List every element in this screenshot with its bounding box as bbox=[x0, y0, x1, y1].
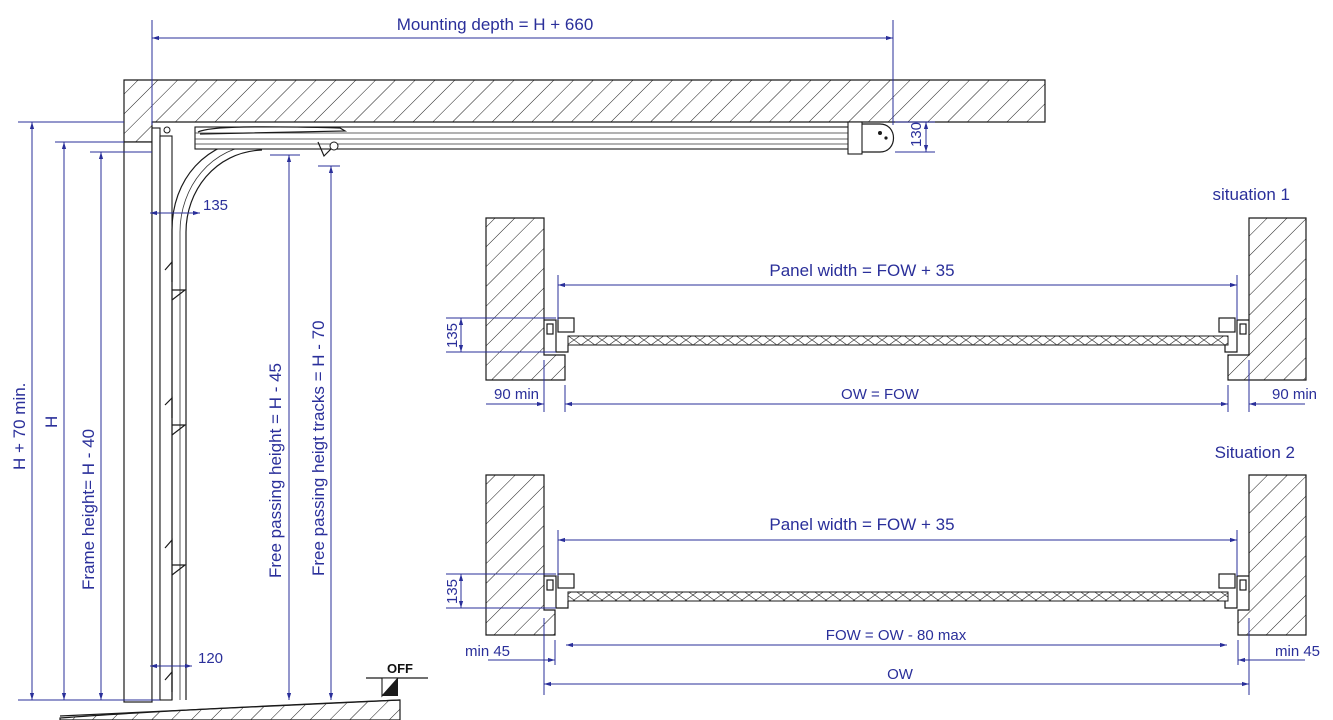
left-wall-s1 bbox=[485, 217, 566, 381]
s1-panel-width-label: Panel width = FOW + 35 bbox=[769, 261, 954, 280]
s1-left-min-label: 90 min bbox=[494, 386, 539, 403]
s1-opening-label: OW = FOW bbox=[841, 386, 920, 403]
back-wall bbox=[123, 141, 153, 703]
s2-panel-width-label: Panel width = FOW + 35 bbox=[769, 515, 954, 534]
end-bracket bbox=[847, 121, 863, 155]
hinges bbox=[164, 260, 187, 692]
door-frame bbox=[151, 127, 161, 701]
panel-s2 bbox=[567, 591, 1229, 602]
dim-130-label: 130 bbox=[908, 122, 925, 147]
dim-135-side-label: 135 bbox=[203, 197, 228, 214]
left-wall-s2 bbox=[485, 474, 556, 636]
h-plus-70-label: H + 70 min. bbox=[10, 383, 29, 470]
panel-s1 bbox=[567, 335, 1229, 346]
s1-135-label: 135 bbox=[444, 323, 461, 348]
right-wall-s1 bbox=[1227, 217, 1307, 381]
svg-text:OFF: OFF bbox=[387, 661, 413, 676]
s2-left-min-label: min 45 bbox=[465, 643, 510, 660]
situation-2: Situation 2 135 Panel width = FOW + 35 F… bbox=[444, 443, 1320, 695]
horizontal-track bbox=[194, 126, 851, 150]
free-passing-height-label: Free passing height = H - 45 bbox=[266, 363, 285, 578]
s1-right-min-label: 90 min bbox=[1272, 386, 1317, 403]
frame-height-label: Frame height= H - 40 bbox=[79, 429, 98, 590]
mounting-depth-label: Mounting depth = H + 660 bbox=[397, 15, 594, 34]
door-panel bbox=[159, 135, 173, 701]
dim-120-side-label: 120 bbox=[198, 650, 223, 667]
situation-2-title: Situation 2 bbox=[1215, 443, 1295, 462]
situation-1-title: situation 1 bbox=[1213, 185, 1291, 204]
h-label: H bbox=[42, 416, 61, 428]
side-view: Mounting depth = H + 660 130 H + 70 min.… bbox=[10, 15, 1046, 720]
s2-ow-label: OW bbox=[887, 666, 914, 683]
situation-1: situation 1 135 Panel width = FOW + 35 bbox=[444, 185, 1317, 412]
s2-fow-label: FOW = OW - 80 max bbox=[826, 627, 967, 644]
s2-135-label: 135 bbox=[444, 579, 461, 604]
right-wall-s2 bbox=[1237, 474, 1307, 636]
off-floor-marker: OFF bbox=[366, 661, 428, 698]
free-passing-tracks-label: Free passing heigt tracks = H - 70 bbox=[309, 320, 328, 576]
s2-right-min-label: min 45 bbox=[1275, 643, 1320, 660]
